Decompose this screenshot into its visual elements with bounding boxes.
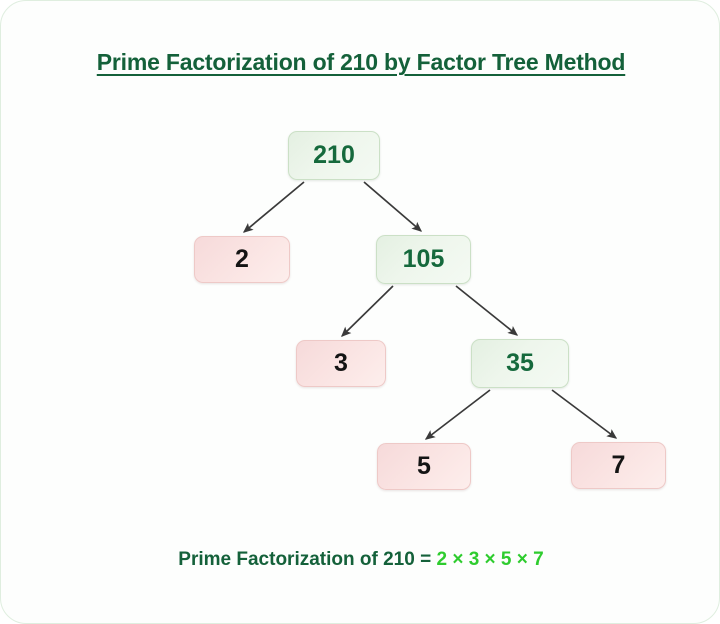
result-value: 2 × 3 × 5 × 7	[436, 549, 544, 570]
factor-node-210: 210	[288, 131, 380, 180]
factor-node-label: 7	[611, 451, 626, 479]
factor-node-label: 5	[417, 452, 431, 480]
factor-node-label: 210	[313, 141, 355, 169]
factor-edge-n210-to-n105	[363, 181, 423, 232]
factor-edge-n210-to-n2	[242, 181, 305, 233]
factor-node-105: 105	[376, 235, 471, 284]
factor-edge-n105-to-n3	[341, 285, 394, 337]
prime-factorization-result: Prime Factorization of 210 = 2 × 3 × 5 ×…	[1, 549, 719, 571]
factor-node-label: 105	[402, 245, 445, 273]
factor-node-label: 35	[506, 349, 534, 377]
factor-edge-n105-to-n35	[455, 285, 519, 336]
factor-edge-n35-to-n7	[551, 389, 618, 439]
factor-node-7: 7	[571, 442, 666, 489]
factor-node-2: 2	[194, 236, 290, 283]
factor-edge-n35-to-n5	[424, 389, 491, 440]
result-label: Prime Factorization of 210 =	[178, 549, 437, 570]
factor-node-label: 2	[235, 245, 249, 273]
factor-node-5: 5	[377, 443, 471, 490]
factor-node-35: 35	[471, 339, 569, 388]
factor-node-3: 3	[296, 340, 386, 387]
factor-node-label: 3	[334, 349, 348, 377]
page-title: Prime Factorization of 210 by Factor Tre…	[96, 49, 626, 75]
